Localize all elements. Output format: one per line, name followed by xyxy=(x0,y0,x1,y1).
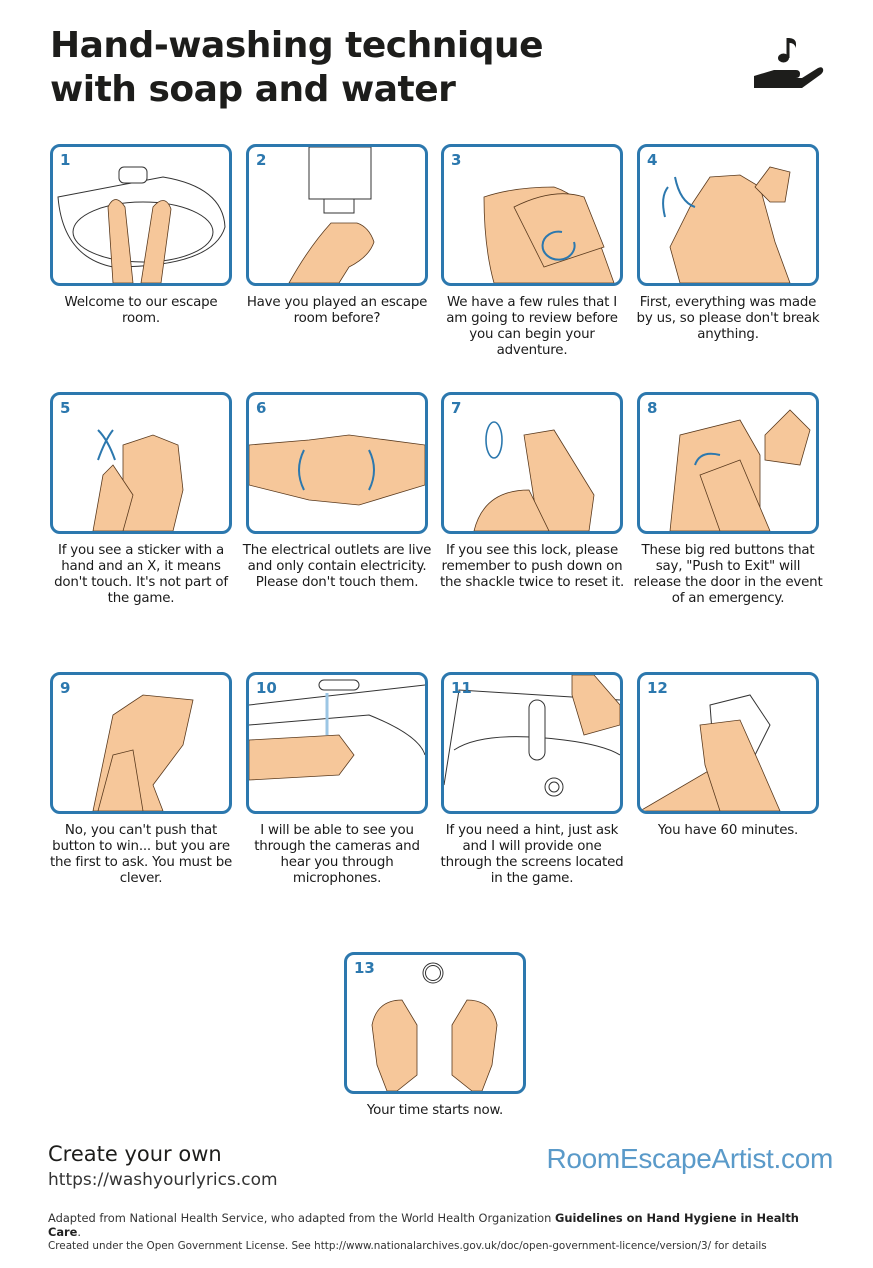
step-panel-7: 7 xyxy=(441,392,623,534)
credits: Adapted from National Health Service, wh… xyxy=(48,1211,828,1239)
step-number: 13 xyxy=(354,959,375,977)
step-panel-12: 12 xyxy=(637,672,819,814)
dry-with-towel-illustration xyxy=(640,694,781,811)
step-panel-2: 2 xyxy=(246,144,428,286)
step-caption: If you see this lock, please remember to… xyxy=(439,543,625,590)
step-number: 11 xyxy=(451,679,472,697)
step-panel-8: 8 xyxy=(637,392,819,534)
step-panel-3: 3 xyxy=(441,144,623,286)
brand-link[interactable]: RoomEscapeArtist.com xyxy=(546,1143,833,1174)
rinse-hands-illustration xyxy=(249,679,425,781)
step-caption: These big red buttons that say, "Push to… xyxy=(633,543,823,606)
step-number: 6 xyxy=(256,399,267,417)
step-caption: If you see a sticker with a hand and an … xyxy=(54,543,228,606)
credit-suffix: . xyxy=(77,1225,82,1239)
create-url-link[interactable]: https://washyourlyrics.com xyxy=(48,1170,278,1190)
step-panel-11: 11 xyxy=(441,672,623,814)
step-panel-4: 4 xyxy=(637,144,819,286)
credit-guidelines-title: Guidelines on Hand Hygiene in Health Car… xyxy=(48,1211,799,1239)
step-caption: Have you played an escape room before? xyxy=(246,295,428,326)
rub-wrist-illustration xyxy=(92,694,194,811)
title-line-1: Hand-washing technique xyxy=(50,25,544,66)
step-number: 12 xyxy=(647,679,668,697)
step-number: 1 xyxy=(60,151,71,169)
step-caption: No, you can't push that button to win...… xyxy=(49,823,233,886)
step-number: 3 xyxy=(451,151,462,169)
hand-with-music-note-icon xyxy=(754,38,824,88)
step-caption: First, everything was made by us, so ple… xyxy=(636,295,820,342)
create-your-own-label: Create your own xyxy=(48,1142,222,1166)
step-number: 7 xyxy=(451,399,462,417)
fingertips-on-palm-illustration xyxy=(669,409,811,531)
step-number: 5 xyxy=(60,399,71,417)
step-caption: We have a few rules that I am going to r… xyxy=(446,295,618,358)
step-panel-6: 6 xyxy=(246,392,428,534)
page-title: Hand-washing technique with soap and wat… xyxy=(50,24,544,112)
step-panel-13: 13 xyxy=(344,952,526,1094)
back-of-hands-interlaced-illustration xyxy=(662,166,791,283)
step-number: 8 xyxy=(647,399,658,417)
step-caption: If you need a hint, just ask and I will … xyxy=(440,823,624,886)
step-panel-10: 10 xyxy=(246,672,428,814)
step-number: 9 xyxy=(60,679,71,697)
step-panel-9: 9 xyxy=(50,672,232,814)
title-line-2: with soap and water xyxy=(50,69,456,110)
fingers-interlocked-illustration xyxy=(249,434,425,506)
step-panel-1: 1 xyxy=(50,144,232,286)
clean-hands-timer-illustration xyxy=(371,962,498,1091)
step-panel-5: 5 xyxy=(50,392,232,534)
wet-hands-under-tap-illustration xyxy=(57,166,226,283)
step-caption: Welcome to our escape room. xyxy=(64,295,218,326)
rub-palms-illustration xyxy=(483,186,615,283)
step-number: 2 xyxy=(256,151,267,169)
step-number: 10 xyxy=(256,679,277,697)
step-number: 4 xyxy=(647,151,658,169)
license-text: Created under the Open Government Licens… xyxy=(48,1240,767,1252)
soap-dispenser-illustration xyxy=(288,147,375,283)
rotate-thumb-illustration xyxy=(473,421,595,531)
step-caption: I will be able to see you through the ca… xyxy=(254,823,420,886)
step-caption: Your time starts now. xyxy=(366,1103,504,1118)
step-caption: The electrical outlets are live and only… xyxy=(242,543,432,590)
fingers-interlaced-illustration xyxy=(92,429,184,531)
turn-off-tap-with-elbow-illustration xyxy=(444,675,620,797)
credit-prefix: Adapted from National Health Service, wh… xyxy=(48,1211,555,1225)
step-caption: You have 60 minutes. xyxy=(657,823,799,838)
